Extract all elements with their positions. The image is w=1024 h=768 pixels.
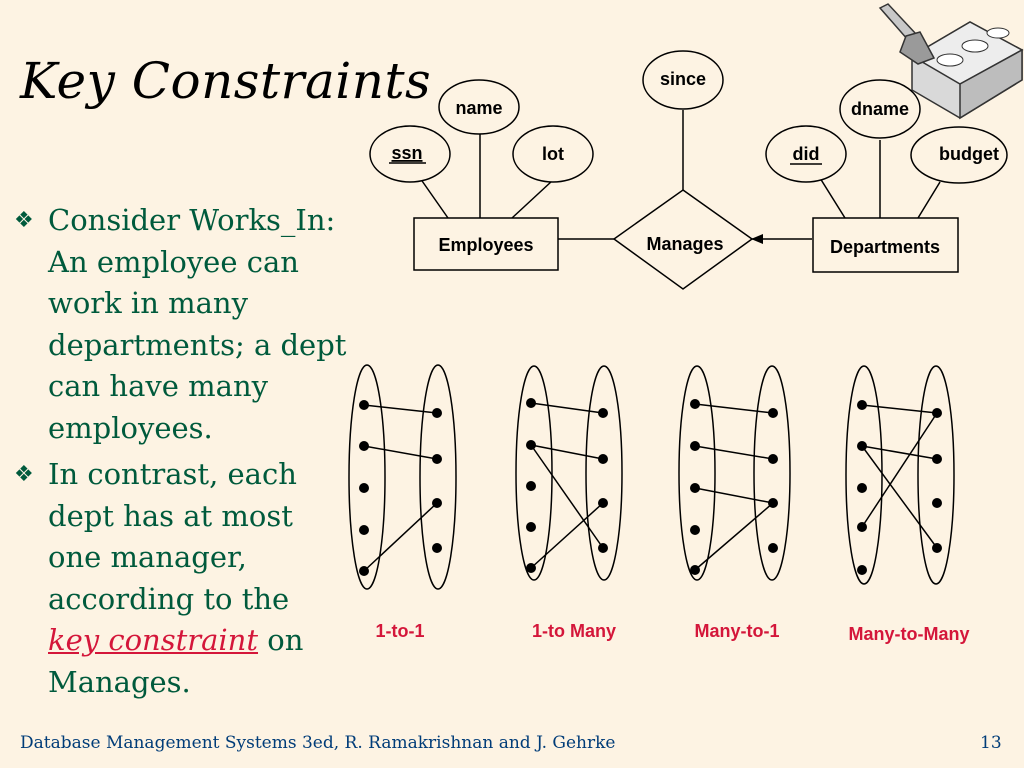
- bullet-line: dept has at most: [48, 498, 293, 533]
- bullet-text: In contrast, each dept has at most one m…: [48, 454, 364, 703]
- relationship-manages-label: Manages: [646, 234, 723, 254]
- map-dot: [768, 408, 778, 418]
- mapping-label-1-to-many: 1-to Many: [532, 621, 616, 641]
- bullet-line-with-emphasis: key constraint on: [48, 620, 364, 662]
- map-dot: [526, 522, 536, 532]
- map-dot: [526, 398, 536, 408]
- diamond-bullet-icon: ❖: [14, 462, 34, 487]
- attr-did: did: [765, 125, 847, 183]
- map-dot: [432, 543, 442, 553]
- attr-did-label: did: [793, 144, 820, 164]
- mapping-many-to-1: Many-to-1: [678, 365, 791, 641]
- map-dot: [768, 543, 778, 553]
- map-dot: [768, 498, 778, 508]
- bullet-line-tail: on: [258, 623, 304, 657]
- attr-name: name: [438, 79, 520, 135]
- page-number: 13: [980, 733, 1002, 753]
- key-constraint-emphasis: key constraint: [48, 623, 259, 657]
- map-dot: [359, 441, 369, 451]
- mapping-label-1-to-1: 1-to-1: [376, 621, 425, 641]
- mapping-1-to-many: 1-to Many: [515, 365, 623, 641]
- bullet-item-contrast: ❖ In contrast, each dept has at most one…: [14, 454, 364, 703]
- attr-name-label: name: [455, 98, 502, 118]
- map-dot: [526, 563, 536, 573]
- map-dot: [598, 543, 608, 553]
- bullet-line: Consider Works_In:: [48, 203, 336, 237]
- map-dot: [598, 408, 608, 418]
- map-dot: [932, 408, 942, 418]
- map-dot: [690, 399, 700, 409]
- map-dot: [857, 400, 867, 410]
- map-dot: [598, 454, 608, 464]
- map-dot: [526, 440, 536, 450]
- map-dot: [690, 483, 700, 493]
- map-dot: [932, 543, 942, 553]
- map-dot: [857, 565, 867, 575]
- attr-ssn: ssn: [369, 125, 451, 183]
- mapping-many-to-many: Many-to-Many: [845, 365, 970, 644]
- slide-title: Key Constraints: [20, 52, 432, 110]
- footer-citation: Database Management Systems 3ed, R. Rama…: [20, 733, 616, 753]
- map-dot: [932, 454, 942, 464]
- map-dot: [857, 441, 867, 451]
- bullet-line: departments; a dept: [48, 327, 347, 362]
- bullet-line: employees.: [48, 410, 213, 445]
- diamond-bullet-icon: ❖: [14, 208, 34, 233]
- attr-dname: dname: [839, 79, 921, 139]
- map-dot: [359, 566, 369, 576]
- attr-lot: lot: [512, 125, 594, 183]
- bullet-line: work in many: [48, 286, 248, 320]
- relationship-manages: Manages: [612, 189, 754, 290]
- mapping-label-many-to-many: Many-to-Many: [849, 624, 970, 644]
- entity-departments-label: Departments: [830, 237, 940, 257]
- map-dot: [857, 522, 867, 532]
- brick-trowel-logo: [878, 3, 1024, 120]
- bullet-list: ❖ Consider Works_In: An employee can wor…: [14, 200, 364, 708]
- attr-ssn-label: ssn: [391, 143, 422, 163]
- attr-since-label: since: [660, 69, 706, 89]
- map-dot: [359, 525, 369, 535]
- attr-budget: budget: [910, 126, 1008, 184]
- map-dot: [690, 525, 700, 535]
- mapping-1-to-1: 1-to-1: [348, 364, 457, 641]
- map-dot: [932, 498, 942, 508]
- map-dot: [432, 498, 442, 508]
- map-dot: [857, 483, 867, 493]
- entity-employees-label: Employees: [438, 235, 533, 255]
- bullet-line: one manager,: [48, 540, 247, 574]
- map-dot: [690, 441, 700, 451]
- entity-employees: Employees: [413, 217, 559, 271]
- bullet-text: Consider Works_In: An employee can work …: [48, 200, 364, 449]
- map-dot: [359, 483, 369, 493]
- attr-dname-label: dname: [851, 99, 909, 119]
- map-dot: [359, 400, 369, 410]
- er-connectors: [419, 110, 941, 244]
- map-dot: [598, 498, 608, 508]
- mapping-label-many-to-1: Many-to-1: [695, 621, 780, 641]
- bullet-line: Manages.: [48, 664, 191, 699]
- attr-budget-label: budget: [939, 144, 999, 164]
- map-dot: [432, 408, 442, 418]
- map-dot: [432, 454, 442, 464]
- map-dot: [690, 565, 700, 575]
- bullet-line: according to the: [48, 581, 290, 616]
- attr-lot-label: lot: [542, 144, 564, 164]
- bullet-line: An employee can: [48, 244, 299, 279]
- bullet-item-works-in: ❖ Consider Works_In: An employee can wor…: [14, 200, 364, 449]
- map-dot: [768, 454, 778, 464]
- attr-since: since: [642, 50, 724, 110]
- bullet-line: can have many: [48, 369, 269, 403]
- entity-departments: Departments: [812, 217, 959, 273]
- map-dot: [526, 481, 536, 491]
- bullet-line: In contrast, each: [48, 457, 297, 491]
